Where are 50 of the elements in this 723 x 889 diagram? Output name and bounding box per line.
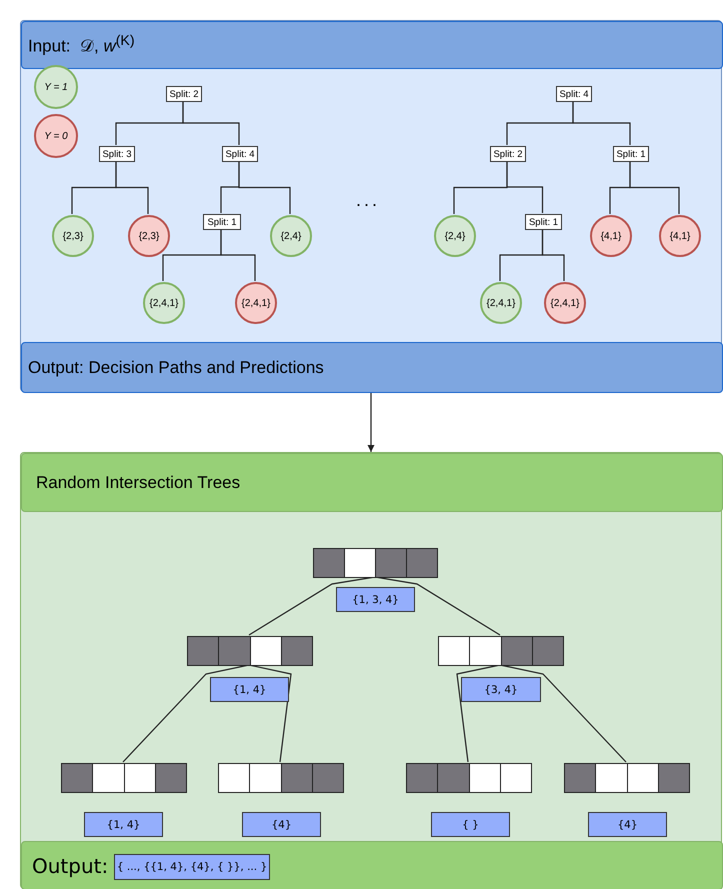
leaf-circle: {2,4} xyxy=(270,215,312,257)
split-node: Split: 4 xyxy=(556,86,592,102)
set-box: {1, 4} xyxy=(210,677,289,702)
output-label: Output: xyxy=(32,854,108,878)
split-node: Split: 3 xyxy=(99,146,135,162)
split-node: Split: 2 xyxy=(490,146,526,162)
connector-line xyxy=(572,101,631,145)
bit-vector-bar xyxy=(61,763,187,793)
set-box: { } xyxy=(431,812,510,837)
panel xyxy=(20,452,722,889)
bit-vector-bar xyxy=(187,636,313,666)
leaf-circle: {2,4,1} xyxy=(143,282,185,324)
leaf-circle: {2,4} xyxy=(434,215,476,257)
header-band: Random Intersection Trees xyxy=(21,453,723,512)
leaf-circle: {4,1} xyxy=(590,215,632,257)
split-node: Split: 1 xyxy=(613,146,649,162)
ellipsis: ... xyxy=(356,190,380,211)
connector-line xyxy=(506,161,544,213)
set-box: {4} xyxy=(242,812,321,837)
connector-line xyxy=(629,161,680,214)
leaf-circle: {2,4,1} xyxy=(544,282,586,324)
leaf-circle: {4,1} xyxy=(659,215,701,257)
bit-vector-bar xyxy=(564,763,690,793)
bit-vector-bar xyxy=(406,763,532,793)
output-band xyxy=(21,841,723,889)
connector-line xyxy=(542,229,565,281)
set-box: { ..., {{1, 4}, {4}, { }}, ... } xyxy=(114,854,270,880)
connector-line xyxy=(115,161,149,214)
header-band: Input: 𝒟, w$^{(K)}$ xyxy=(21,21,723,69)
connector-line xyxy=(238,161,291,214)
set-box: {1, 3, 4} xyxy=(336,587,415,612)
set-box: {4} xyxy=(588,812,667,837)
leaf-circle: {2,3} xyxy=(52,215,94,257)
bit-vector-bar xyxy=(218,763,344,793)
leaf-circle: {2,3} xyxy=(128,215,170,257)
split-node: Split: 2 xyxy=(166,86,202,102)
bit-vector-bar xyxy=(438,636,564,666)
arrow xyxy=(368,392,374,452)
output-band: Output: Decision Paths and Predictions xyxy=(21,342,723,393)
split-node: Split: 4 xyxy=(222,146,258,162)
leaf-circle: {2,4,1} xyxy=(480,282,522,324)
split-node: Split: 1 xyxy=(525,214,562,230)
connector-line xyxy=(182,101,240,145)
set-box: {3, 4} xyxy=(461,677,541,702)
leaf-circle: {2,4,1} xyxy=(235,282,277,324)
split-node: Split: 1 xyxy=(203,214,241,230)
connector-line xyxy=(220,229,256,281)
panel xyxy=(20,20,722,392)
set-box: {1, 4} xyxy=(84,812,163,837)
bit-vector-bar xyxy=(313,548,438,578)
